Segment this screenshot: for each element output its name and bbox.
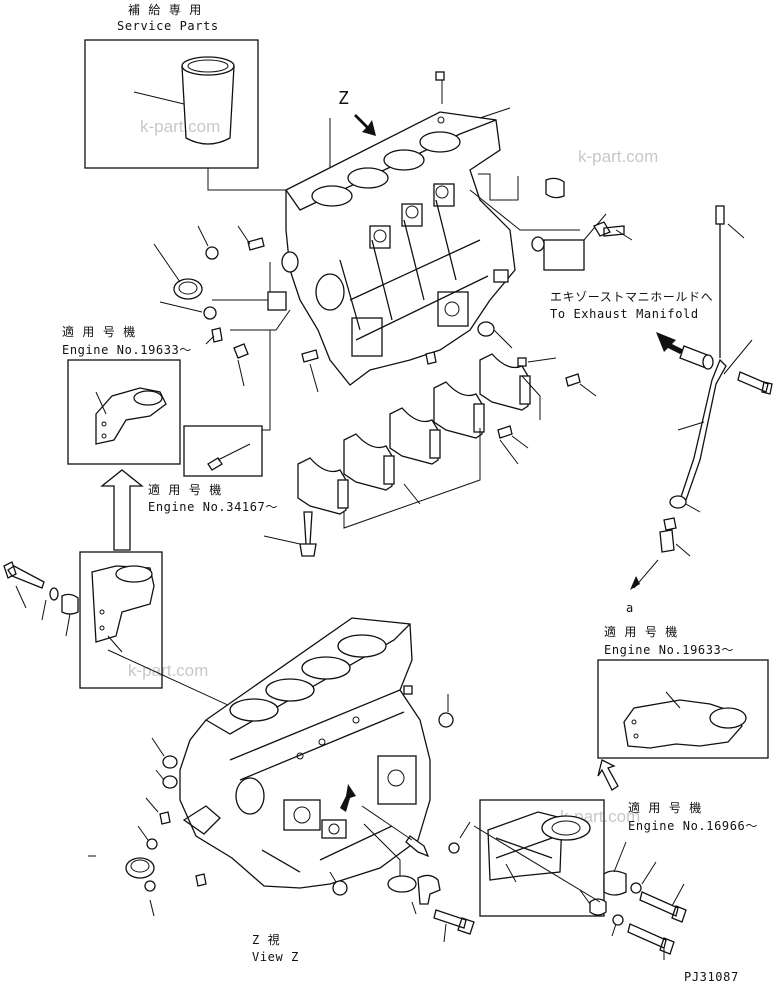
engine-19633-top-jp: 適 用 号 機: [62, 324, 136, 339]
arrow-to-manifold-icon: [656, 332, 684, 354]
watermark-1: k-part.com: [140, 117, 220, 136]
bracket-mount-left: [91, 565, 155, 643]
bracket-detail-top: [95, 387, 167, 445]
engine-19633-right-jp: 適 用 号 機: [604, 624, 678, 639]
bracket-box-left: [79, 551, 163, 689]
engine-16966-en: Engine No.16966～: [628, 819, 758, 833]
bolt-left: [3, 561, 45, 589]
marker-a: a: [626, 601, 634, 615]
diagram-code: PJ31087: [684, 970, 739, 984]
clamp-bolt: [737, 371, 773, 395]
bolt-right-lower: [627, 923, 675, 955]
bracket-detail-right: [623, 699, 747, 749]
elbow-fitting: [417, 874, 441, 905]
up-arrow-icon: [100, 469, 144, 551]
view-z-en: View Z: [252, 950, 299, 964]
exhaust-manifold-jp: エキゾーストマニホールドへ: [550, 290, 713, 304]
watermark-2: k-part.com: [578, 147, 658, 166]
bolt-bottom: [433, 909, 475, 935]
service-parts-en: Service Parts: [117, 19, 219, 33]
cover-bolt: [593, 221, 625, 237]
engine-19633-top-en: Engine No.19633～: [62, 343, 192, 357]
cylinder-liner: [181, 56, 235, 145]
view-z-jp: Z 視: [252, 932, 280, 947]
service-parts-jp: 補 給 専 用: [128, 3, 202, 17]
gasket: [387, 875, 417, 893]
bolt-right-upper: [639, 891, 687, 923]
main-bearing-bolt: [299, 511, 317, 557]
engine-16966-box: [479, 799, 605, 917]
view-z-arrow-icon: [354, 114, 376, 136]
cover-plate: [543, 239, 585, 271]
engine-34167-box: [183, 425, 263, 477]
arrow-up-right-icon: [597, 759, 619, 791]
exhaust-manifold-en: To Exhaust Manifold: [550, 307, 699, 321]
engine-19633-top-box: [67, 359, 181, 465]
plug-part: [545, 177, 565, 199]
cylinder-block-top: [281, 111, 516, 386]
plug-large-bottom: [125, 857, 155, 879]
engine-16966-jp: 適 用 号 機: [628, 800, 702, 815]
engine-34167-en: Engine No.34167～: [148, 500, 278, 514]
sensor-part: [405, 835, 430, 858]
view-z-arrow-label: Z: [338, 88, 349, 109]
engine-19633-right-en: Engine No.19633～: [604, 643, 734, 657]
engine-19633-right-box: [597, 659, 769, 759]
tube-connector: [659, 517, 677, 553]
arrow-down-icon: [340, 784, 356, 812]
bracket-detail-bottom: [487, 811, 591, 881]
watermark-3: k-part.com: [128, 661, 208, 680]
spacer-right: [603, 870, 627, 896]
spacer-left: [61, 593, 79, 615]
engine-34167-jp: 適 用 号 機: [148, 482, 222, 497]
service-parts-callout: 補 給 専 用 Service Parts: [84, 3, 331, 191]
service-parts-box: [84, 39, 259, 169]
cylinder-block-bottom: [179, 617, 431, 889]
main-bearing-caps: [297, 353, 531, 515]
